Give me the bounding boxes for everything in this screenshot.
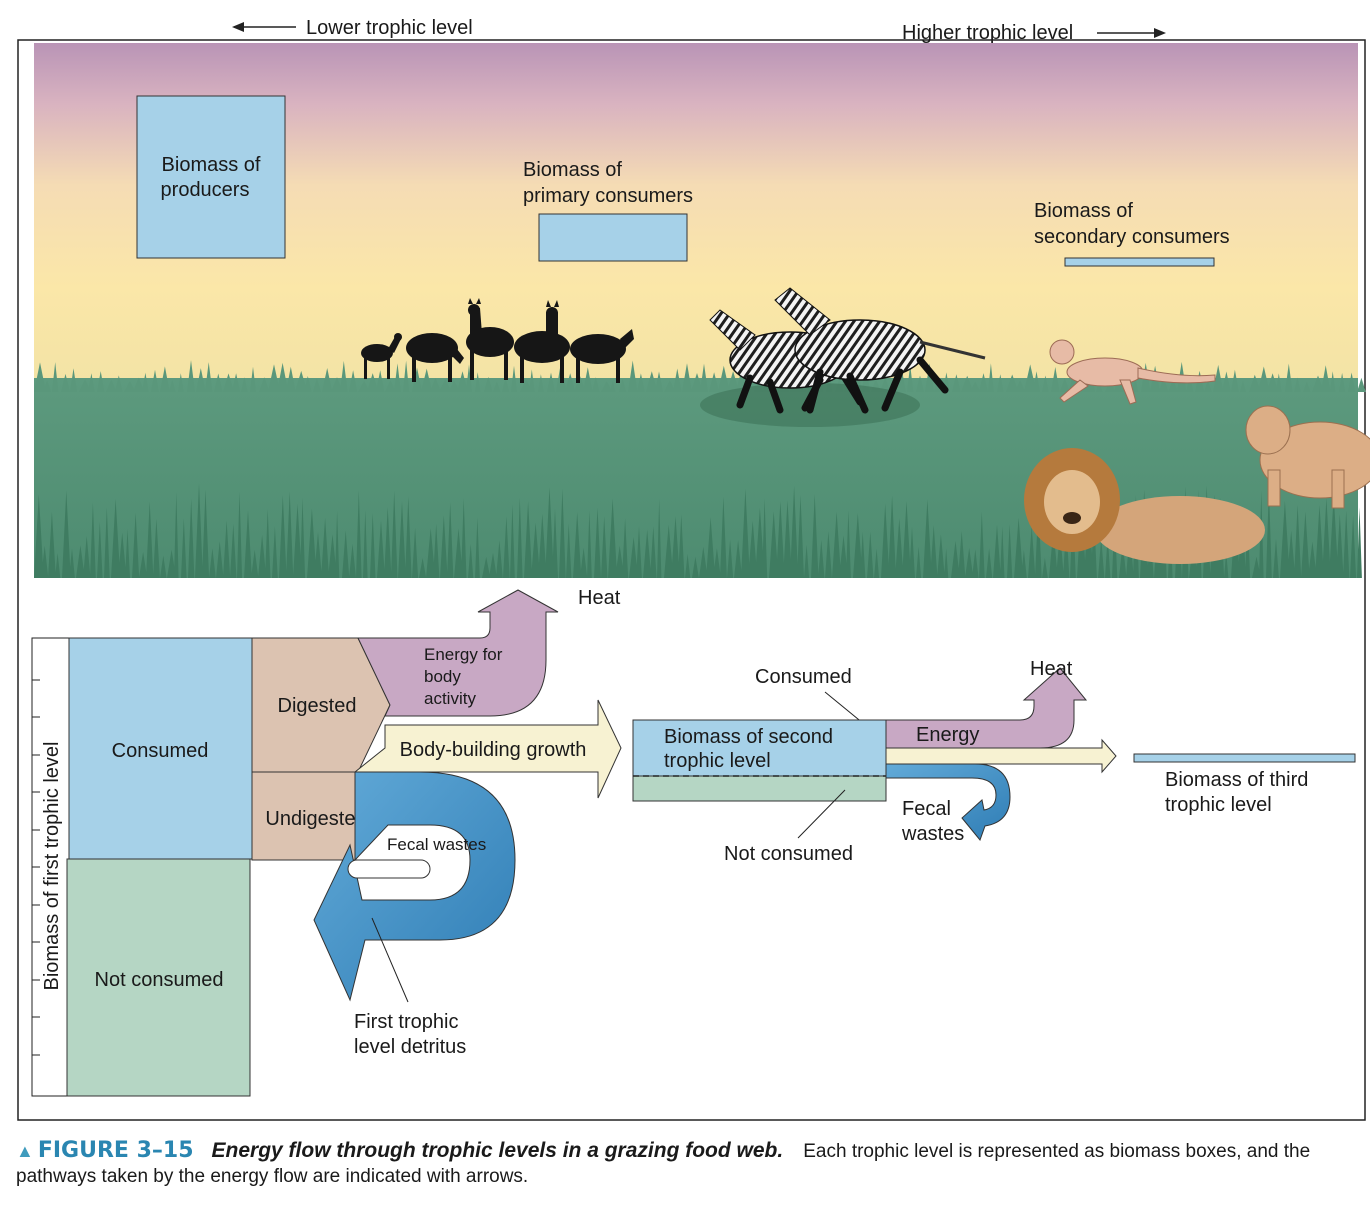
energy-flow-diagram: Biomass of producers Biomass of primary …: [17, 17, 1370, 1121]
body-building-growth-arrow: [353, 699, 622, 799]
second-heat-label: Heat: [1030, 658, 1073, 680]
body-building-growth-label: Body-building growth: [400, 739, 587, 761]
secondary-consumers-label-line1: Biomass of: [1034, 200, 1133, 222]
detritus-label-line1: First trophic: [354, 1011, 458, 1033]
figure-caption: ▲FIGURE 3–15 Energy flow through trophic …: [16, 1138, 1356, 1189]
second-fecal-label-line1: Fecal: [902, 798, 951, 820]
energy-label-line2: body: [424, 667, 461, 686]
axis-ticks: [32, 679, 40, 1056]
detritus-label-line2: level detritus: [354, 1036, 466, 1058]
figure-description: Each trophic level is represented as bio…: [16, 1141, 1311, 1187]
not-consumed-label: Not consumed: [95, 969, 224, 991]
lower-trophic-label: Lower trophic level: [306, 17, 473, 39]
higher-trophic-label: Higher trophic level: [902, 22, 1073, 44]
digested-block: [251, 637, 391, 773]
second-energy-arrow: [885, 667, 1088, 749]
figure-title: Energy flow through trophic levels in a …: [211, 1139, 784, 1162]
grass-blade-path: [34, 483, 1362, 578]
lioness: [1245, 405, 1370, 509]
producers-label-line2: producers: [161, 179, 250, 201]
second-level-not-consumed-box: [632, 775, 887, 802]
second-fecal-label-line2: wastes: [901, 823, 964, 845]
energy-label-line1: Energy for: [424, 645, 503, 664]
deer-silhouettes: [361, 298, 634, 383]
second-fecal-arrow: [885, 763, 1011, 842]
third-level-biomass-box: [1133, 753, 1356, 763]
consumed-label: Consumed: [112, 740, 209, 762]
cheetah: [1049, 339, 1216, 405]
primary-consumers-label-line2: primary consumers: [523, 185, 693, 207]
producers-biomass-box: [136, 95, 286, 259]
energy-body-activity-arrow: [357, 589, 559, 717]
digested-label: Digested: [278, 695, 357, 717]
higher-trophic-indicator: Higher trophic level: [902, 22, 1166, 44]
left-arrow-icon: [232, 22, 244, 32]
second-not-consumed-pointer: [797, 789, 846, 839]
primary-consumers-label-line1: Biomass of: [523, 159, 622, 181]
second-consumed-label: Consumed: [755, 666, 852, 688]
secondary-consumers-label-line2: secondary consumers: [1034, 226, 1230, 248]
second-level-label-line1: Biomass of second: [664, 726, 833, 748]
figure-frame: [17, 39, 1366, 1121]
primary-consumers-biomass-box: [538, 213, 688, 262]
third-level-label-line1: Biomass of third: [1165, 769, 1308, 791]
second-not-consumed-label: Not consumed: [724, 843, 853, 865]
third-level-label-line2: trophic level: [1165, 794, 1272, 816]
right-arrow-icon: [1154, 28, 1166, 38]
first-level-axis-label: Biomass of first trophic level: [41, 742, 63, 991]
secondary-consumers-biomass-box: [1064, 257, 1215, 267]
zebra-herd: [700, 287, 986, 427]
heat-label: Heat: [578, 587, 621, 609]
fecal-notch: [347, 859, 431, 879]
second-level-label-line2: trophic level: [664, 750, 771, 772]
fecal-wastes-arrow: [313, 771, 516, 1002]
figure-number: FIGURE 3–15: [37, 1138, 194, 1163]
lower-trophic-indicator: Lower trophic level: [232, 17, 473, 39]
savanna-scene: [34, 43, 1370, 578]
grass-blade-path: [34, 360, 1366, 392]
second-energy-label: Energy: [916, 724, 979, 746]
energy-label-line3: activity: [424, 689, 476, 708]
undigested-label: Undigested: [265, 808, 366, 830]
detritus-pointer: [371, 917, 409, 1003]
producers-label-line1: Biomass of: [162, 154, 261, 176]
grass-blades-bottom: [34, 483, 1362, 578]
consumed-box: [68, 637, 253, 860]
not-consumed-box: [66, 858, 251, 1097]
grass-blades-top: [34, 360, 1366, 392]
triangle-icon: ▲: [16, 1141, 34, 1161]
fecal-wastes-label: Fecal wastes: [387, 835, 486, 854]
lion: [1024, 448, 1265, 564]
